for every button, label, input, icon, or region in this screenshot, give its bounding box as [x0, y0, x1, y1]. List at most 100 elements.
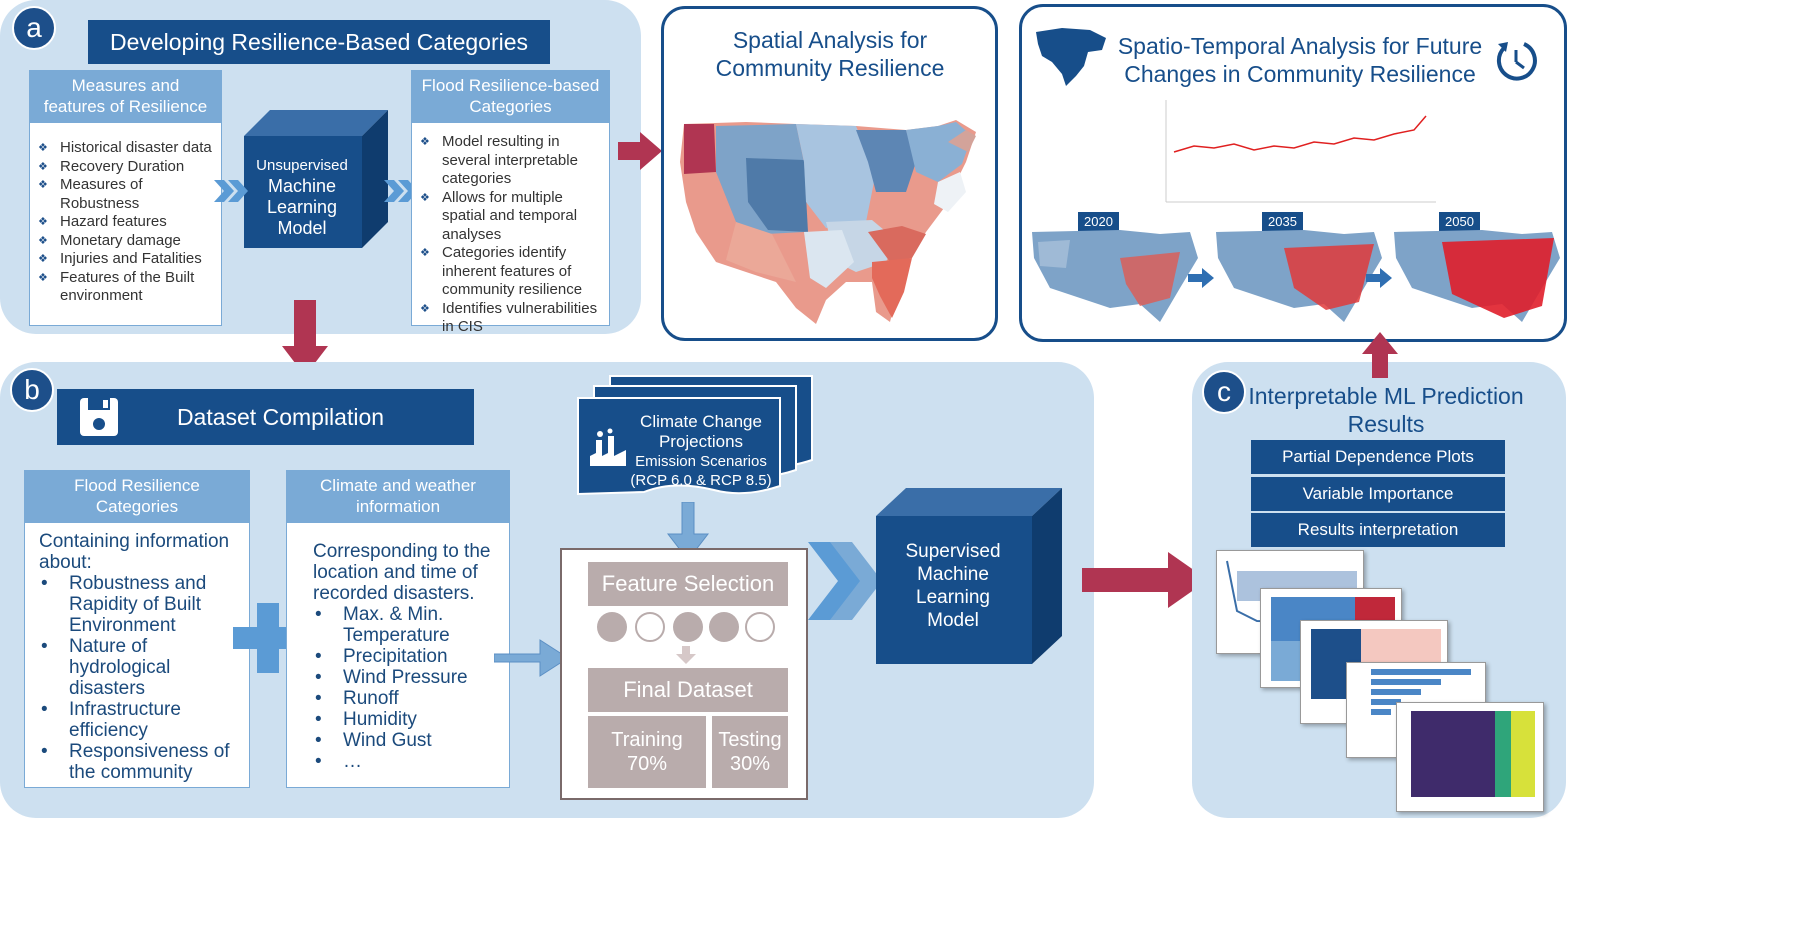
map-2050 [1394, 230, 1560, 322]
pdp-region-green [1495, 711, 1511, 797]
categories-item: Model resulting in several interpretable… [412, 133, 609, 189]
measures-box: Historical disaster dataRecovery Duratio… [29, 122, 222, 326]
feature-circle-filled [673, 612, 703, 642]
spatial-title: Spatial Analysis for Community Resilienc… [715, 27, 945, 81]
flood-intro: Containing information about: [39, 531, 230, 573]
supervised-cube [876, 488, 1062, 664]
importance-bar [1371, 709, 1391, 715]
panel-b-title: Dataset Compilation [176, 403, 385, 430]
right-arrow-icon [494, 639, 569, 677]
unsupervised-label: Unsupervised Machine Learning Model [244, 156, 360, 239]
feature-circle-filled [709, 612, 739, 642]
result-plot [1396, 702, 1544, 812]
projections-line4: (RCP 6.0 & RCP 8.5) [630, 472, 772, 489]
climate-item: Wind Gust [313, 730, 503, 751]
final-dataset-label: Final Dataset [588, 668, 788, 712]
trend-plot [1160, 94, 1440, 208]
variable-importance-button: Variable Importance [1251, 477, 1505, 511]
feature-circle-empty [635, 612, 665, 642]
climate-item: Precipitation [313, 646, 503, 667]
us-resilience-map [680, 120, 976, 324]
importance-bar [1371, 699, 1401, 705]
results-interpretation-button: Results interpretation [1251, 513, 1505, 547]
right-arrow-icon [1082, 552, 1208, 608]
measures-item: Features of the Built environment [30, 269, 221, 306]
year-2050-label: 2050 [1439, 212, 1480, 231]
climate-item: Humidity [313, 709, 503, 730]
categories-box: Model resulting in several interpretable… [411, 122, 610, 335]
learning-word: Learning [916, 587, 990, 608]
floppy-disk-icon [80, 398, 118, 436]
map-2035 [1216, 230, 1382, 322]
measures-item: Injuries and Fatalities [30, 250, 221, 269]
chevron-arrow-icon [214, 180, 248, 202]
feature-selection-label: Feature Selection [588, 562, 788, 606]
learning-word: Learning [266, 197, 338, 217]
panel-a-title: Developing Resilience-Based Categories [88, 20, 550, 64]
spatiotemporal-title: Spatio-Temporal Analysis for Future Chan… [1117, 33, 1483, 87]
projections-line1: Climate Change [640, 412, 762, 431]
north-america-icon [1036, 28, 1106, 86]
flood-item: Nature of hydrological disasters [39, 636, 243, 699]
categories-item: Allows for multiple spatial and temporal… [412, 189, 609, 245]
flood-box: Containing information about: Robustness… [24, 522, 250, 788]
feature-circle-filled [597, 612, 627, 642]
factory-icon [590, 428, 626, 466]
machine-word: Machine [917, 564, 989, 585]
projections-line2: Projections [658, 432, 744, 451]
importance-bar [1371, 689, 1421, 695]
importance-bar [1371, 669, 1471, 675]
measures-item: Historical disaster data [30, 139, 221, 158]
measures-item: Measures of Robustness [30, 176, 221, 213]
categories-item: Identifies vulnerabilities in CIS [412, 300, 609, 337]
projections-line3: Emission Scenarios [635, 453, 767, 470]
climate-item: Runoff [313, 688, 503, 709]
flood-item: Infrastructure efficiency [39, 699, 243, 741]
model-word: Model [927, 610, 979, 631]
testing-percent: 30% [729, 753, 771, 775]
climate-intro: Corresponding to the location and time o… [313, 541, 491, 604]
importance-bar [1371, 679, 1441, 685]
categories-list: Model resulting in several interpretable… [412, 133, 609, 337]
right-arrow-icon [1366, 268, 1392, 288]
down-arrow-icon [666, 502, 710, 561]
supervised-label: Supervised Machine Learning Model [876, 540, 1030, 632]
feature-circles [597, 612, 777, 644]
plus-icon [233, 603, 303, 673]
pdp-region-purple [1411, 711, 1495, 797]
projections-text: Climate Change Projections Emission Scen… [626, 412, 776, 490]
panel-c-label: c [1202, 370, 1246, 414]
climate-item: … [313, 751, 503, 772]
climate-item: Max. & Min. Temperature [313, 604, 503, 646]
flood-list: Robustness and Rapidity of Built Environ… [39, 573, 243, 783]
climate-header: Climate and weather information [286, 470, 510, 522]
feature-circle-empty [745, 612, 775, 642]
projections-stack [577, 375, 813, 496]
panel-c-title: Interpretable ML Prediction Results [1248, 383, 1524, 437]
measures-header: Measures and features of Resilience [29, 70, 222, 122]
climate-list: Max. & Min. TemperaturePrecipitationWind… [313, 604, 503, 772]
training-box: Training 70% [588, 716, 706, 788]
training-percent: 70% [626, 753, 668, 775]
down-arrow-icon [676, 646, 696, 664]
down-arrow-icon [282, 300, 328, 376]
panel-b-title-bar: Dataset Compilation [57, 389, 474, 445]
categories-header: Flood Resilience-based Categories [411, 70, 610, 122]
measures-item: Hazard features [30, 213, 221, 232]
measures-item: Monetary damage [30, 232, 221, 251]
up-arrow-icon [1362, 332, 1398, 378]
clock-icon [1496, 42, 1537, 81]
flood-item: Responsiveness of the community [39, 741, 243, 783]
measures-item: Recovery Duration [30, 158, 221, 177]
climate-box: Corresponding to the location and time o… [286, 522, 510, 788]
chevron-arrow-icon [808, 542, 882, 620]
map-2020 [1032, 230, 1198, 322]
machine-word: Machine [267, 176, 337, 196]
flood-item: Robustness and Rapidity of Built Environ… [39, 573, 243, 636]
supervised-word: Supervised [905, 541, 1001, 562]
measures-list: Historical disaster dataRecovery Duratio… [30, 139, 221, 306]
testing-label: Testing [718, 729, 782, 751]
pdp-region-yellow [1511, 711, 1535, 797]
unsupervised-word: Unsupervised [256, 157, 348, 174]
unsupervised-cube [244, 110, 388, 248]
